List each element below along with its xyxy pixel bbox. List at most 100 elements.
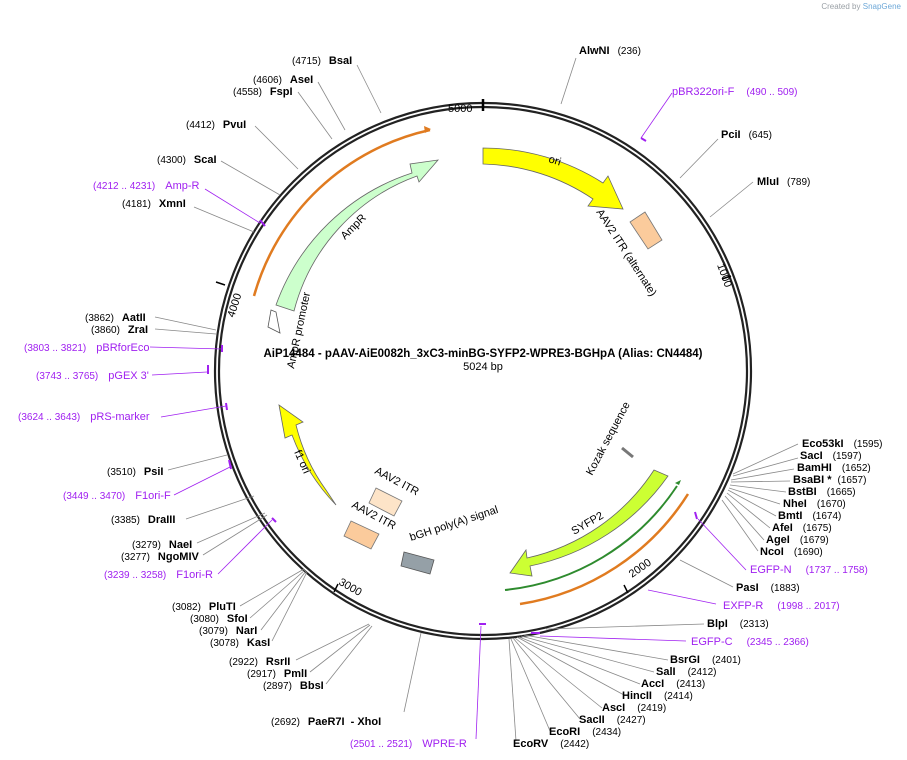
ori-label: ori <box>547 153 562 168</box>
leader-prsmarker <box>160 405 227 418</box>
ampr-primer-track-arrowhead <box>424 126 431 133</box>
tick-label-4000: 4000 <box>225 292 244 319</box>
leader-asci <box>514 637 603 709</box>
primer-label-egfpc[interactable]: EGFP-C(2345 .. 2366) <box>691 636 809 648</box>
enzyme-label-sali[interactable]: SalI(2412) <box>656 666 716 678</box>
leader-ngomiv <box>202 514 268 556</box>
syfp2-track <box>504 485 678 591</box>
enzyme-label-kasi[interactable]: (3078)KasI <box>210 637 270 649</box>
aav2-itr-box-2[interactable] <box>343 520 380 550</box>
enzyme-label-saci[interactable]: SacI(1597) <box>800 450 862 462</box>
enzyme-label-rsrii[interactable]: (2922)RsrII <box>229 656 290 668</box>
f1-ori-arrow[interactable] <box>278 404 337 506</box>
watermark-prefix: Created by <box>821 2 861 11</box>
enzyme-label-pmli[interactable]: (2917)PmlI <box>247 668 307 680</box>
syfp2-arrow[interactable] <box>509 469 669 577</box>
enzyme-label-ecori[interactable]: EcoRI(2434) <box>549 726 621 738</box>
primer-label-pbrforeco[interactable]: (3803 .. 3821)pBRforEco <box>24 342 149 354</box>
leader-xhoi <box>403 632 422 713</box>
leader-ampr <box>204 188 261 224</box>
enzyme-label-bsabi[interactable]: BsaBI *(1657) <box>793 474 866 486</box>
enzyme-label-nari[interactable]: (3079)NarI <box>199 625 257 637</box>
leader-acci <box>518 636 641 685</box>
leader-psii <box>167 454 228 471</box>
enzyme-label-sacii[interactable]: SacII(2427) <box>579 714 646 726</box>
enzyme-label-sfoi[interactable]: (3080)SfoI <box>190 613 248 625</box>
enzyme-label-bamhi[interactable]: BamHI(1652) <box>797 462 871 474</box>
enzyme-label-bbsi[interactable]: (2897)BbsI <box>263 680 324 692</box>
leader-sali <box>520 635 655 673</box>
enzyme-label-pluti[interactable]: (3082)PluTI <box>172 601 236 613</box>
bgh-polya-box[interactable] <box>400 551 435 575</box>
leader-alwni <box>560 57 577 105</box>
leader-bstbi <box>729 484 787 493</box>
enzyme-label-bsrgi[interactable]: BsrGI(2401) <box>670 654 741 666</box>
tick-label-1000: 1000 <box>714 262 734 289</box>
primer-label-egfpn[interactable]: EGFP-N(1737 .. 1758) <box>750 564 868 576</box>
tick-label-3000: 3000 <box>337 576 364 599</box>
enzyme-label-zrai[interactable]: (3860)ZraI <box>91 324 148 336</box>
leader-hincii <box>516 636 625 696</box>
leader-ecorv <box>508 638 517 742</box>
enzyme-label-bmti[interactable]: BmtI(1674) <box>778 510 841 522</box>
backbone <box>213 99 753 641</box>
enzyme-label-scai[interactable]: (4300)ScaI <box>157 154 217 166</box>
leader-sfoi <box>249 569 306 619</box>
primer-label-pbr322ori[interactable]: pBR322ori-F(490 .. 509) <box>672 86 798 98</box>
leader-pmli <box>309 624 371 673</box>
ori-arrow[interactable] <box>482 147 624 210</box>
leader-egfpc <box>539 635 687 642</box>
enzyme-label-draiii[interactable]: (3385)DraIII <box>111 514 175 526</box>
primer-mark-pbr322ori <box>640 137 647 142</box>
primer-label-exfpr[interactable]: EXFP-R(1998 .. 2017) <box>723 600 840 612</box>
leader-ecori <box>510 638 551 732</box>
enzyme-label-hincii[interactable]: HincII(2414) <box>622 690 693 702</box>
enzyme-label-paer7i[interactable]: (2692)PaeR7I- XhoI <box>271 716 381 728</box>
enzyme-label-ncoi[interactable]: NcoI(1690) <box>760 546 823 558</box>
enzyme-label-bstbi[interactable]: BstBI(1665) <box>788 486 856 498</box>
enzyme-label-naei[interactable]: (3279)NaeI <box>132 539 192 551</box>
enzyme-label-asei[interactable]: (4606)AseI <box>253 74 313 86</box>
primer-label-wprer[interactable]: (2501 .. 2521)WPRE-R <box>350 738 467 750</box>
enzyme-label-asci[interactable]: AscI(2419) <box>602 702 666 714</box>
enzyme-label-pvui[interactable]: (4412)PvuI <box>186 119 246 131</box>
leader-asei <box>317 81 346 131</box>
enzyme-label-pcii[interactable]: PciI(645) <box>721 129 772 141</box>
enzyme-label-pasi[interactable]: PasI(1883) <box>736 582 800 594</box>
kozak-mark <box>621 446 634 459</box>
enzyme-label-xmni[interactable]: (4181)XmnI <box>122 198 186 210</box>
primer-labels: pBR322ori-F(490 .. 509) EGFP-N(1737 .. 1… <box>18 86 868 750</box>
enzyme-label-psii[interactable]: (3510)PsiI <box>107 466 163 478</box>
enzyme-label-ngomiv[interactable]: (3277)NgoMIV <box>121 551 200 563</box>
aav2-itr-alternate-box[interactable] <box>629 211 663 250</box>
ampr-arrow[interactable] <box>275 159 440 312</box>
enzyme-label-eco53ki[interactable]: Eco53kI(1595) <box>802 438 883 450</box>
enzyme-label-blpi[interactable]: BlpI(2313) <box>707 618 769 630</box>
enzyme-label-acci[interactable]: AccI(2413) <box>641 678 705 690</box>
primer-label-ampr[interactable]: (4212 .. 4231)Amp-R <box>93 180 200 192</box>
primer-label-f1orif[interactable]: (3449 .. 3470)F1ori-F <box>63 490 171 502</box>
enzyme-label-afei[interactable]: AfeI(1675) <box>772 522 832 534</box>
primer-mark-prsmarker <box>225 402 228 411</box>
plasmid-length: 5024 bp <box>463 361 503 373</box>
primer-label-prsmarker[interactable]: (3624 .. 3643)pRS-marker <box>18 411 150 423</box>
leader-pgex3 <box>151 371 208 376</box>
enzyme-label-alwni[interactable]: AlwNI(236) <box>579 45 641 57</box>
leader-nhei <box>728 487 781 505</box>
primer-label-f1orir[interactable]: (3239 .. 3258)F1ori-R <box>104 569 213 581</box>
aav2-itr-box-1[interactable] <box>368 487 403 517</box>
leader-exfpr <box>647 589 717 605</box>
enzyme-label-aatii[interactable]: (3862)AatII <box>85 312 146 324</box>
primer-site-marks <box>207 137 698 634</box>
enzyme-label-mlui[interactable]: MluI(789) <box>757 176 810 188</box>
enzyme-label-bsai[interactable]: (4715)BsaI <box>292 55 352 67</box>
enzyme-label-agei[interactable]: AgeI(1679) <box>766 534 829 546</box>
primer-label-pgex3[interactable]: (3743 .. 3765)pGEX 3' <box>36 370 149 382</box>
enzyme-label-fspi[interactable]: (4558)FspI <box>233 86 293 98</box>
leader-ncoi <box>721 499 759 552</box>
leader-fspi <box>297 91 333 140</box>
ampr-promoter-arrow[interactable] <box>267 309 281 334</box>
enzyme-label-nhei[interactable]: NheI(1670) <box>783 498 846 510</box>
leader-lines <box>149 57 799 742</box>
enzyme-label-ecorv[interactable]: EcoRV(2442) <box>513 738 589 750</box>
